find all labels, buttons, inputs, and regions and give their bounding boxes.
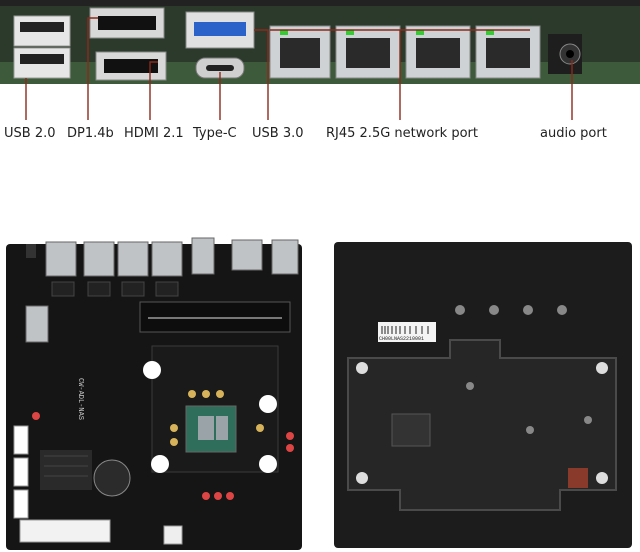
label-typec: Type-C [193,126,237,141]
label-dp: DP1.4b [67,126,114,141]
dp-hdmi-port-image [89,7,167,81]
label-usb3: USB 3.0 [252,126,304,141]
label-usb2: USB 2.0 [4,126,56,141]
label-hdmi: HDMI 2.1 [124,126,184,141]
usb2-port-image [13,15,71,79]
usb3-typec-port-image [185,11,255,79]
audio-jack-image [548,34,582,74]
board-front-photo [6,237,302,550]
back-label-text: CH00LNAS2210001 [379,336,425,342]
leader-lines [25,17,573,120]
rj45-ports-image [269,25,541,79]
board-model-mark: CW-ADL-NAS [76,378,84,421]
io-panel-photo [0,0,640,120]
label-audio: audio port [540,126,607,141]
label-rj45: RJ45 2.5G network port [326,126,478,141]
board-back-photo [334,242,632,548]
